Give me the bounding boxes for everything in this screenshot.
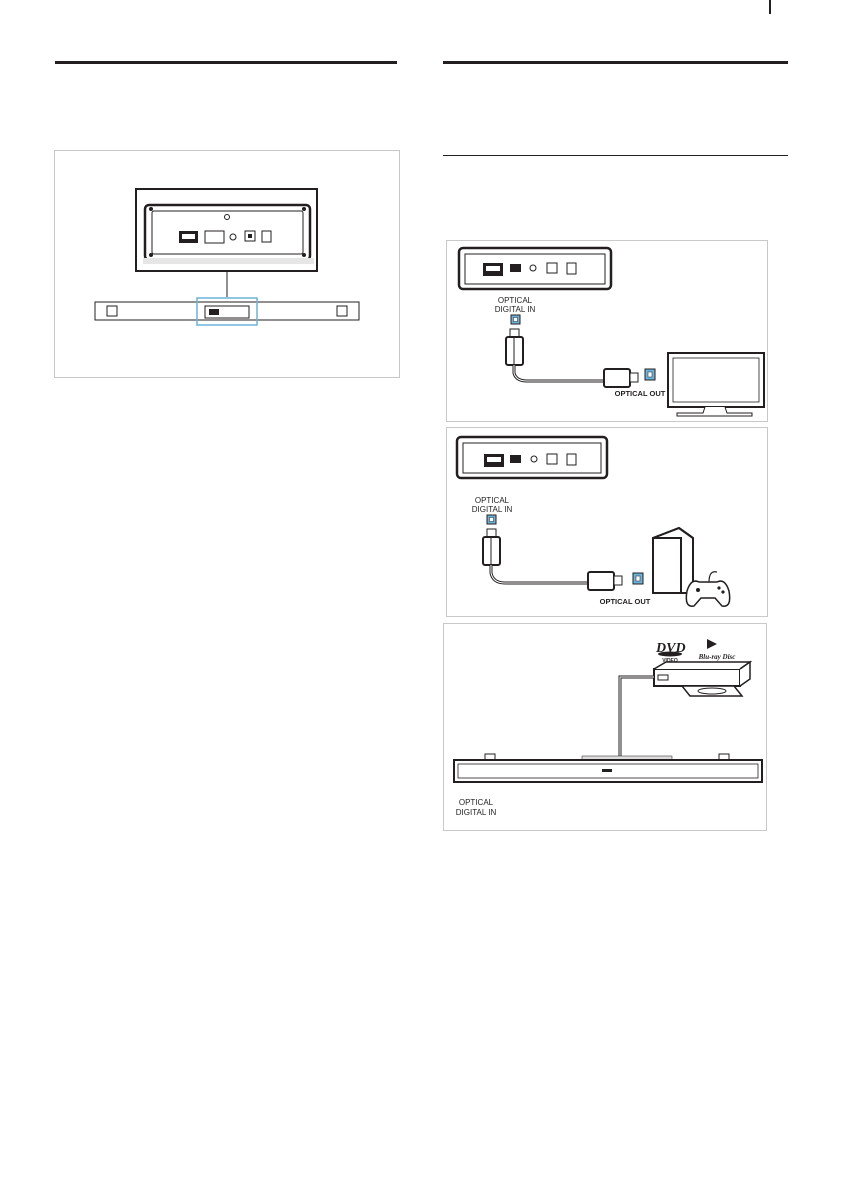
disc-player-connection-drawing: DVD VIDEO Blu-ray Disc OPT: [453, 639, 763, 817]
optical-in-label-line2: DIGITAL IN: [472, 505, 513, 514]
gamepad-icon: [685, 571, 731, 607]
optical-in-label-line1: OPTICAL: [498, 296, 533, 305]
usb-port-icon: [510, 264, 521, 272]
connector-highlight: [196, 297, 258, 326]
usb-port-icon: [204, 230, 225, 244]
optical-in-label-line2: DIGITAL IN: [456, 808, 497, 817]
svg-text:Blu-ray Disc: Blu-ray Disc: [698, 653, 736, 661]
bluray-logo: Blu-ray Disc: [698, 639, 736, 661]
tv-optical-connection-figure: OPTICAL DIGITAL IN OPTICAL OUT: [446, 240, 768, 422]
page-edge-mark: [769, 0, 771, 14]
disc-player-connection-figure: DVD VIDEO Blu-ray Disc OPT: [443, 623, 767, 831]
console-optical-connection-figure: OPTICAL DIGITAL IN OPTICAL OUT: [446, 427, 768, 617]
right-subsection-rule: [443, 155, 788, 156]
tv-icon: [667, 352, 765, 417]
optical-port-icon: [244, 230, 256, 242]
left-section-rule: [55, 61, 397, 64]
game-console-icon: [652, 526, 694, 594]
soundbar-rear-panel-figure: [54, 150, 400, 378]
console-connection-drawing: OPTICAL DIGITAL IN OPTICAL OUT: [455, 435, 731, 607]
connector-plate: [455, 435, 609, 480]
tv-connection-drawing: OPTICAL DIGITAL IN OPTICAL OUT: [457, 246, 765, 417]
svg-text:VIDEO: VIDEO: [662, 658, 678, 664]
optical-in-label-line1: OPTICAL: [475, 496, 510, 505]
optical-in-label-line2: DIGITAL IN: [495, 305, 536, 314]
soundbar-icon: [453, 753, 763, 783]
right-section-rule: [443, 61, 788, 64]
optical-port-icon: [546, 453, 558, 465]
optical-in-label-line1: OPTICAL: [459, 798, 494, 807]
connector-plate: [457, 246, 613, 291]
optical-out-label: OPTICAL OUT: [600, 597, 651, 606]
usb-port-icon: [510, 455, 521, 463]
connector-plate: [143, 203, 312, 262]
dvd-video-logo: DVD VIDEO: [655, 641, 686, 664]
optical-out-label: OPTICAL OUT: [615, 389, 666, 398]
optical-port-icon: [546, 262, 558, 274]
disc-player-icon: [653, 660, 753, 697]
soundbar-rear-panel-drawing: [94, 188, 360, 326]
soundbar-icon: [94, 301, 360, 321]
